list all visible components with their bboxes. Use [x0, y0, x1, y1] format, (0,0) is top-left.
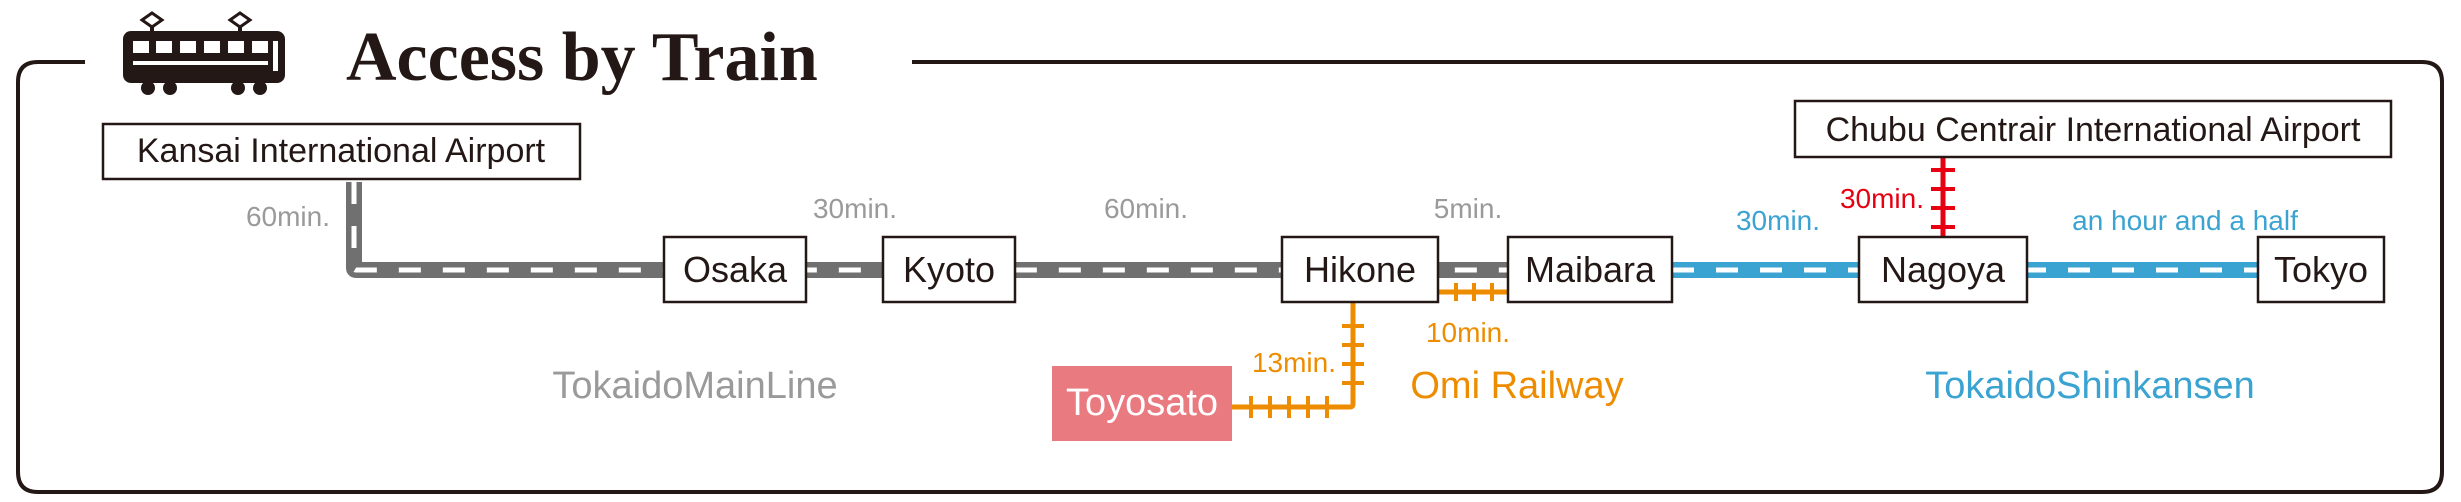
time-hikone-maibara: 5min. [1434, 193, 1502, 224]
time-toyosato-hikone: 13min. [1252, 347, 1336, 378]
station-toyosato: Toyosato [1052, 366, 1232, 441]
page-title: Access by Train [346, 19, 818, 96]
station-nagoya: Nagoya [1857, 235, 2029, 304]
station-label-kansai-airport: Kansai International Airport [137, 132, 546, 170]
time-kansai-osaka: 60min. [246, 201, 330, 232]
station-label-kyoto: Kyoto [903, 249, 995, 290]
line-name-tokaido-shinkansen: TokaidoShinkansen [1925, 365, 2255, 407]
main-line-dashes [351, 182, 1508, 273]
station-label-chubu-airport: Chubu Centrair International Airport [1826, 111, 2361, 149]
time-hikone-maibara-omi: 10min. [1426, 317, 1510, 348]
train-icon [123, 11, 285, 95]
station-kyoto: Kyoto [881, 235, 1017, 304]
line-name-omi-railway: Omi Railway [1410, 365, 1623, 407]
station-label-tokyo: Tokyo [2274, 249, 2368, 290]
station-maibara: Maibara [1506, 235, 1674, 304]
station-label-maibara: Maibara [1525, 249, 1656, 290]
time-osaka-kyoto: 30min. [813, 193, 897, 224]
time-nagoya-tokyo: an hour and a half [2072, 205, 2298, 236]
time-chubu-nagoya: 30min. [1840, 183, 1924, 214]
station-hikone: Hikone [1280, 235, 1440, 304]
tokaido-main-line [346, 182, 1508, 278]
station-label-nagoya: Nagoya [1881, 249, 2006, 290]
station-label-hikone: Hikone [1304, 249, 1416, 290]
station-kansai-airport: Kansai International Airport [101, 122, 582, 181]
station-label-toyosato: Toyosato [1066, 382, 1218, 424]
station-tokyo: Tokyo [2256, 235, 2386, 304]
time-maibara-nagoya: 30min. [1736, 205, 1820, 236]
time-kyoto-hikone: 60min. [1104, 193, 1188, 224]
chubu-link-line [1931, 158, 1955, 238]
omi-railway-line [1232, 283, 1508, 418]
station-osaka: Osaka [662, 235, 808, 304]
station-chubu-airport: Chubu Centrair International Airport [1793, 99, 2393, 159]
station-label-osaka: Osaka [683, 249, 788, 290]
frame-border [16, 60, 2444, 494]
line-name-tokaido-main: TokaidoMainLine [552, 365, 837, 407]
